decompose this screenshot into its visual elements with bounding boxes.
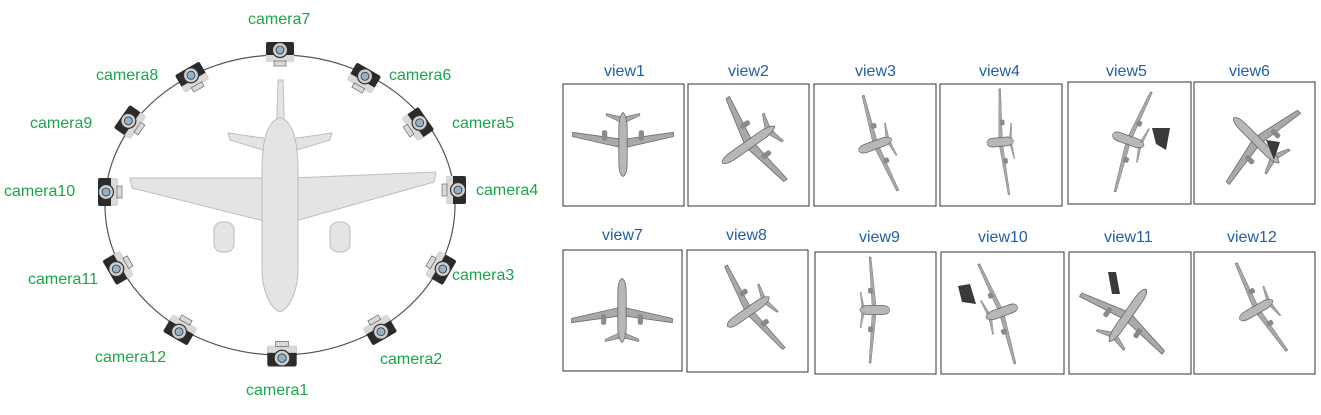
- view1-thumbnail: [562, 83, 685, 207]
- camera11-icon: [101, 248, 138, 286]
- view-label: view9: [859, 229, 900, 246]
- camera7-icon: [265, 41, 295, 67]
- view11-thumbnail: [1067, 251, 1192, 375]
- camera10-icon: [97, 177, 123, 207]
- view-label: view5: [1106, 63, 1147, 80]
- view-label: view12: [1227, 229, 1277, 246]
- view-label: view6: [1229, 63, 1270, 80]
- camera-ring-diagram: camera1 camera2 camera3 camera4 camera5 …: [4, 11, 538, 399]
- view2-thumbnail: [687, 83, 810, 207]
- camera-label: camera12: [95, 349, 166, 366]
- camera8-icon: [174, 60, 212, 97]
- view-label: view10: [978, 229, 1028, 246]
- view-label: view3: [855, 63, 896, 80]
- view-label: view1: [604, 63, 645, 80]
- view-label: view4: [979, 63, 1020, 80]
- camera1-icon: [266, 340, 298, 368]
- camera-label: camera10: [4, 183, 75, 200]
- view10-thumbnail: [940, 251, 1065, 375]
- views-grid: view1 view2 view3 view4 view5 view6: [562, 63, 1316, 375]
- view-label: view11: [1104, 229, 1153, 246]
- view4-thumbnail: [939, 83, 1063, 207]
- camera5-icon: [397, 106, 435, 145]
- view8-thumbnail: [686, 249, 809, 373]
- camera-label: camera7: [248, 11, 310, 28]
- view-label: view7: [602, 227, 643, 244]
- camera-label: camera6: [389, 67, 451, 84]
- view3-thumbnail: [813, 83, 937, 207]
- camera12-icon: [162, 310, 200, 347]
- camera4-icon: [441, 175, 467, 205]
- camera-label: camera5: [452, 115, 514, 132]
- view7-thumbnail: [562, 249, 683, 372]
- camera2-icon: [360, 310, 398, 347]
- view-label: view8: [726, 227, 767, 244]
- view6-thumbnail: [1193, 81, 1316, 205]
- camera-label: camera2: [380, 351, 442, 368]
- camera-label: camera1: [246, 382, 308, 399]
- airplane-icon: [129, 79, 437, 313]
- view-label: view2: [728, 63, 769, 80]
- camera-label: camera4: [476, 182, 538, 199]
- camera-label: camera9: [30, 115, 92, 132]
- view9-thumbnail: [814, 251, 937, 375]
- view12-thumbnail: [1193, 251, 1316, 375]
- camera-label: camera8: [96, 67, 158, 84]
- view5-thumbnail: [1067, 81, 1192, 205]
- camera-label: camera3: [452, 267, 514, 284]
- camera-label: camera11: [28, 271, 98, 288]
